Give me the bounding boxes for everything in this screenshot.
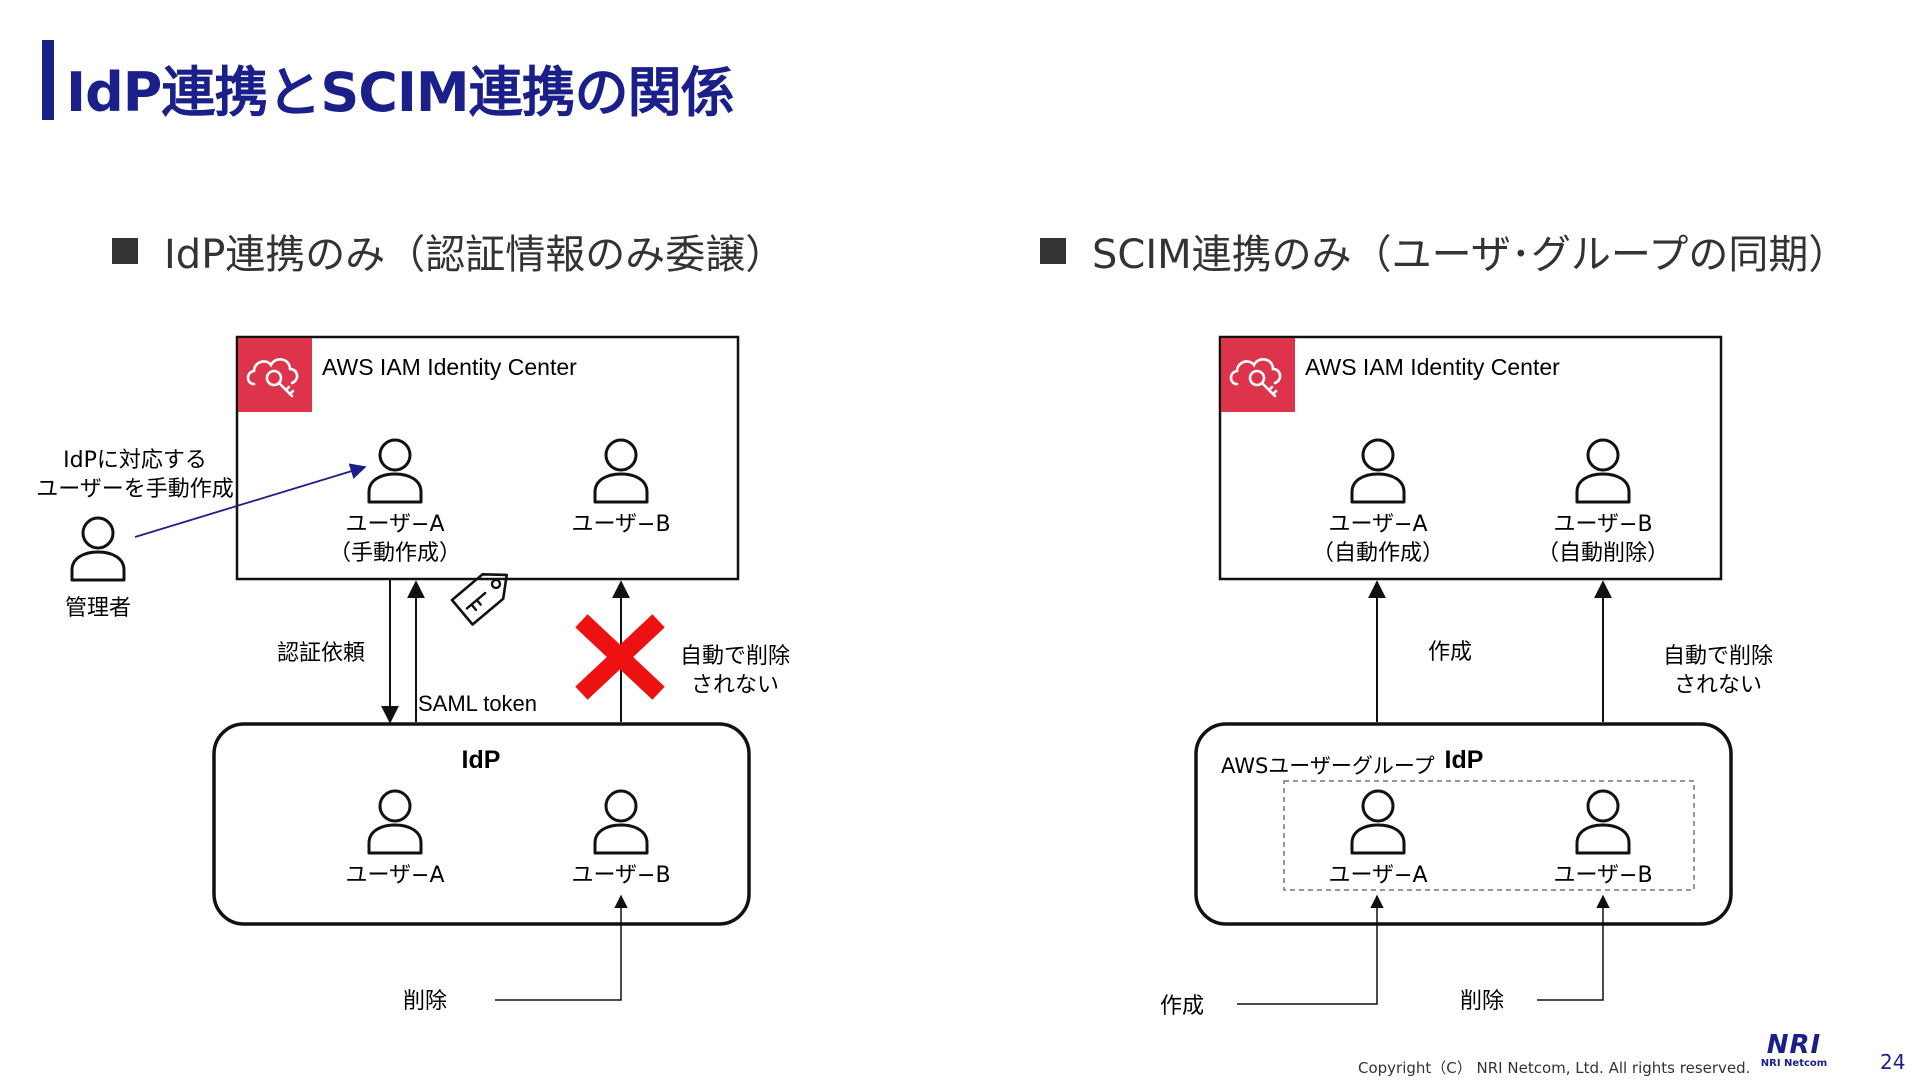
left-delete-connector [495, 894, 628, 1001]
slide-title: IdP連携とSCIM連携の関係 [66, 61, 735, 124]
aws-user-group-label: AWSユーザーグループ [1221, 754, 1435, 778]
right-user-b-note: （自動削除） [1537, 541, 1669, 566]
square-bullet-icon [112, 238, 138, 264]
right-create-label: 作成 [1428, 640, 1472, 665]
left-delete-label: 削除 [403, 989, 447, 1014]
admin-create-arrow [134, 463, 367, 538]
admin-note-line2: ユーザーを手動作成 [36, 477, 234, 502]
company-logo: NRI NRI Netcom [1758, 1032, 1830, 1070]
left-idp-box [212, 722, 751, 926]
right-bottom-create-label: 作成 [1160, 994, 1204, 1019]
right-user-b-label: ユーザ−B [1553, 512, 1652, 537]
left-identity-center-box [235, 335, 740, 581]
right-user-a-note: （自動作成） [1312, 541, 1444, 566]
left-user-a-label: ユーザ−A [345, 512, 444, 537]
square-bullet-icon [1040, 238, 1066, 264]
saml-token-label: SAML token [418, 691, 537, 716]
right-idp-user-a: ユーザ−A [1328, 863, 1427, 888]
right-idp-box [1194, 722, 1733, 926]
right-no-delete-line2: されない [1674, 673, 1762, 698]
left-center-label: AWS IAM Identity Center [322, 354, 577, 380]
right-user-a-label: ユーザ−A [1328, 512, 1427, 537]
right-create-connector [1237, 894, 1384, 1005]
aws-user-group-box [1283, 780, 1695, 891]
left-section-heading: IdP連携のみ（認証情報のみ委譲） [112, 222, 785, 280]
key-tag-icon [450, 572, 509, 626]
cloud-key-icon [238, 338, 312, 412]
copyright-text: Copyright（C） NRI Netcom, Ltd. All rights… [1358, 1059, 1751, 1077]
right-no-delete-line1: 自動で削除 [1663, 644, 1773, 669]
left-idp-user-a: ユーザ−A [345, 863, 444, 888]
admin-note-line1: IdPに対応する [63, 448, 207, 473]
auth-request-label: 認証依頼 [277, 641, 365, 666]
right-section-heading: SCIM連携のみ（ユーザ･グループの同期） [1040, 222, 1848, 280]
right-heading-text: SCIM連携のみ（ユーザ･グループの同期） [1092, 232, 1849, 278]
left-idp-label: IdP [462, 746, 501, 774]
left-no-delete-line2: されない [691, 673, 779, 698]
logo-main-text: NRI [1766, 1030, 1822, 1060]
left-no-delete-line1: 自動で削除 [680, 644, 790, 669]
right-idp-label: IdP [1445, 746, 1484, 774]
logo-sub-text: NRI Netcom [1760, 1058, 1828, 1069]
admin-user-icon [70, 516, 126, 582]
cross-icon [575, 614, 665, 700]
title-accent-bar [42, 40, 54, 120]
left-user-a-note: （手動作成） [329, 541, 461, 566]
right-idp-user-b: ユーザ−B [1553, 863, 1652, 888]
right-delete-connector [1537, 894, 1610, 1001]
right-bottom-delete-label: 削除 [1460, 989, 1504, 1014]
page-number: 24 [1880, 1050, 1906, 1074]
cloud-key-icon [1221, 338, 1295, 412]
left-heading-text: IdP連携のみ（認証情報のみ委譲） [164, 232, 786, 278]
admin-label: 管理者 [65, 596, 131, 621]
left-user-b-label: ユーザ−B [571, 512, 670, 537]
left-idp-user-b: ユーザ−B [571, 863, 670, 888]
right-identity-center-box [1218, 335, 1723, 581]
right-center-label: AWS IAM Identity Center [1305, 354, 1560, 380]
